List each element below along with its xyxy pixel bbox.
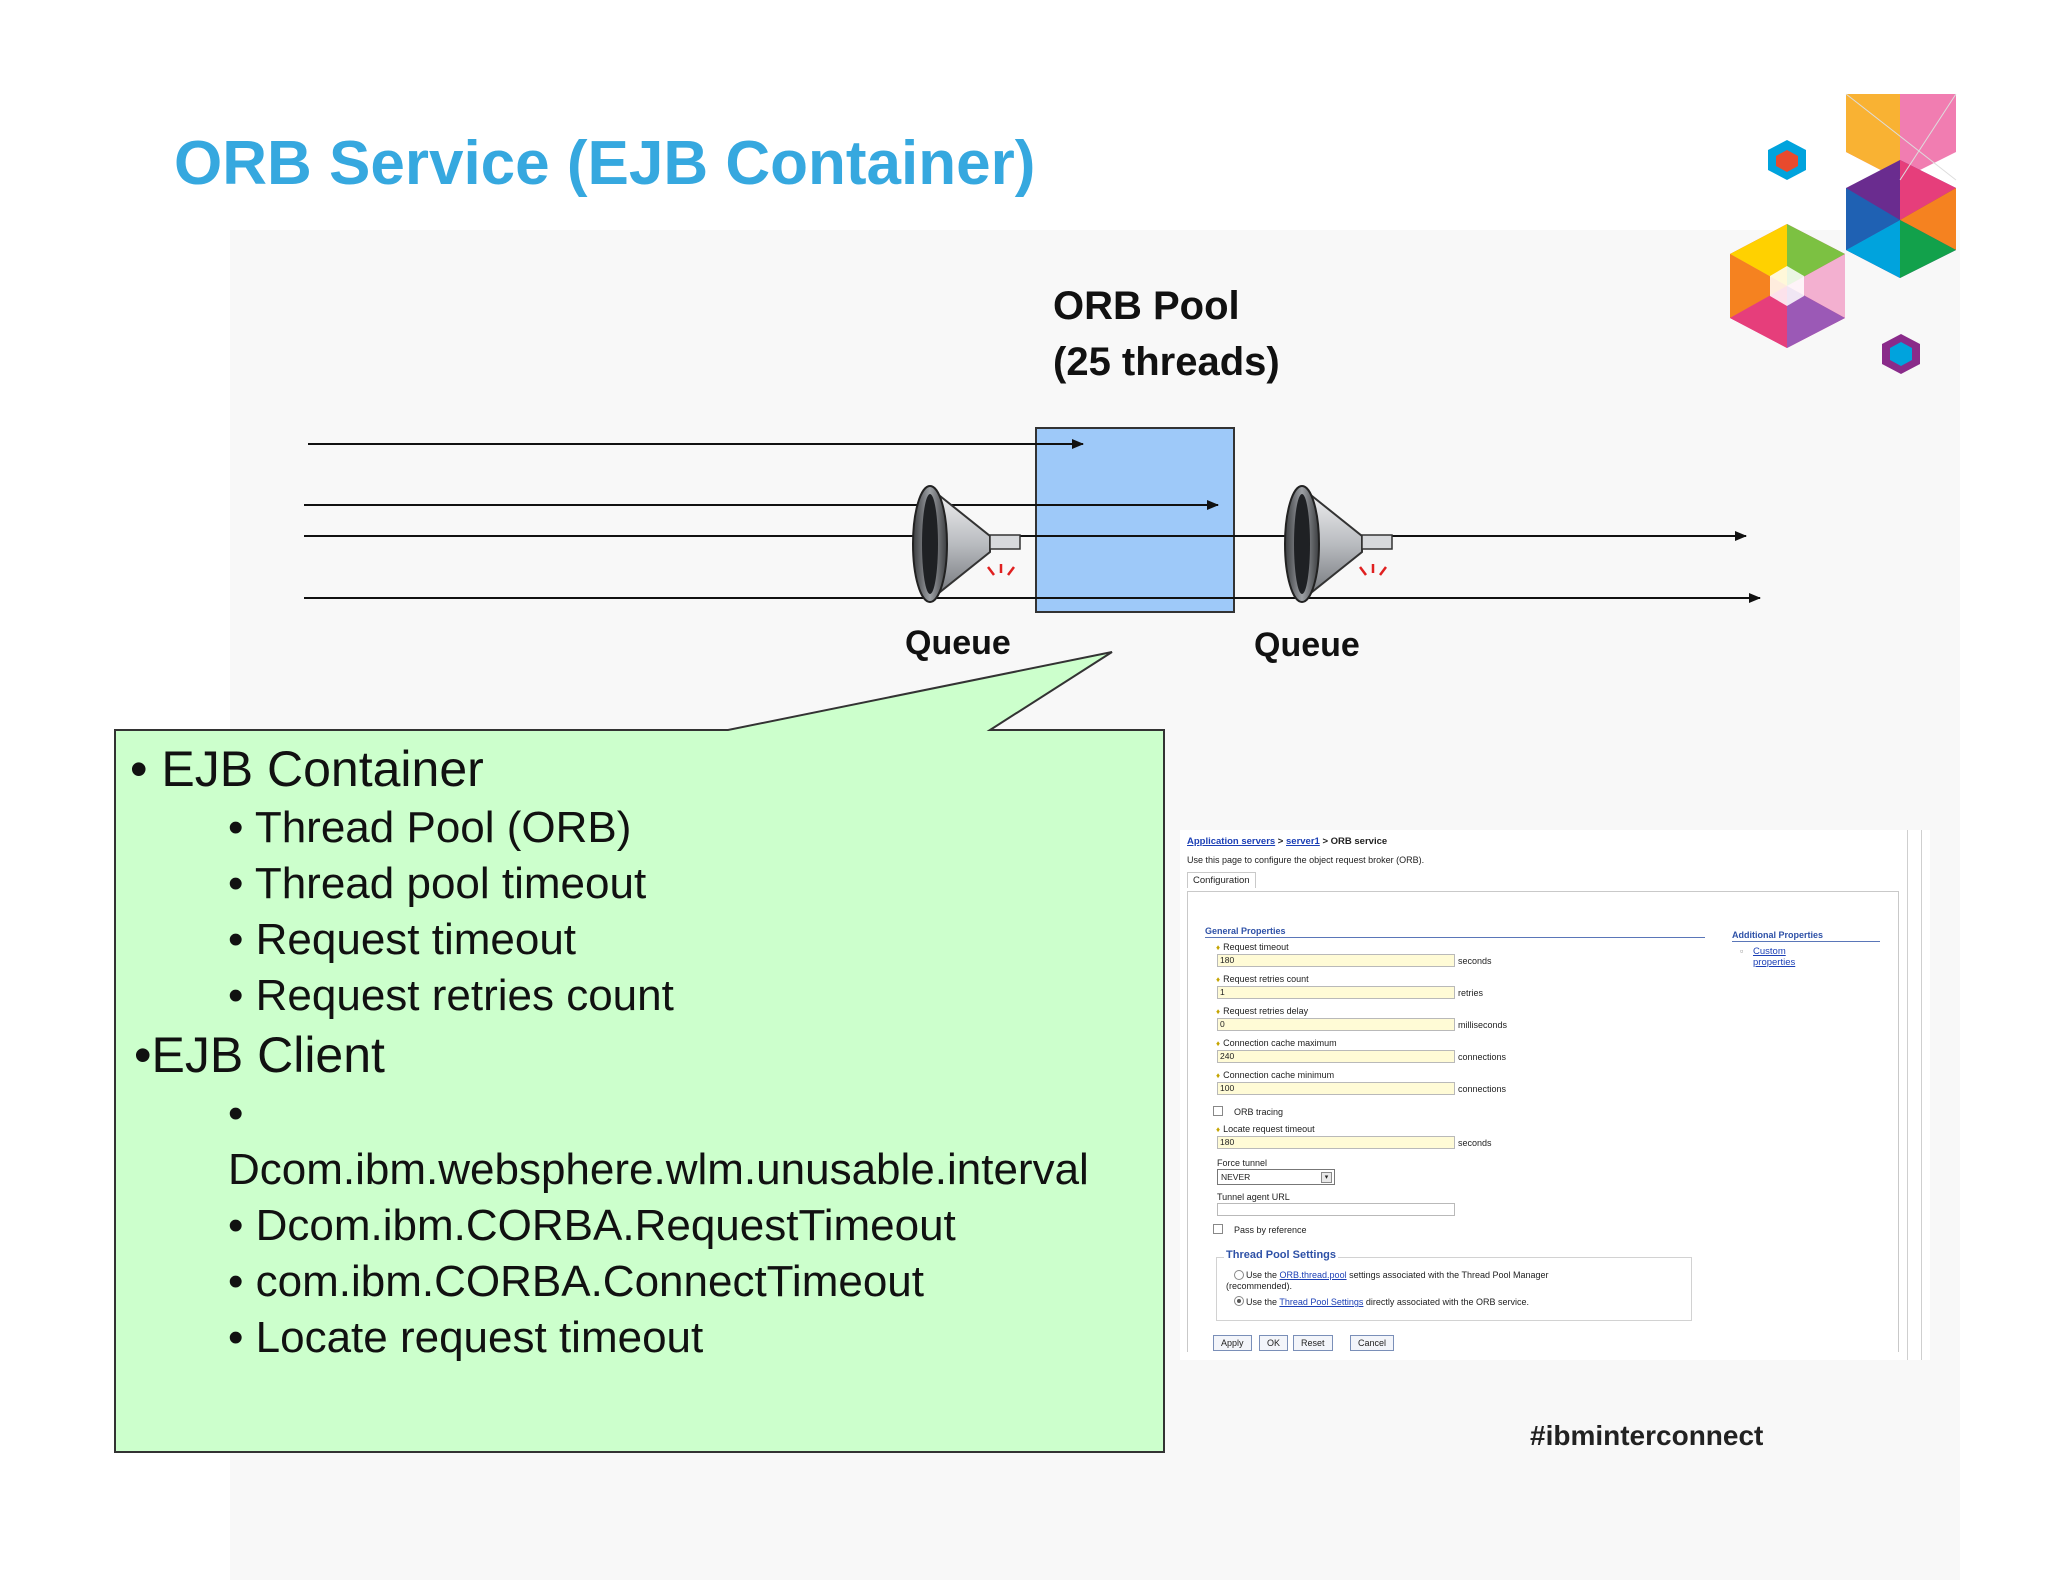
client-item-locate-request-timeout: • Locate request timeout (228, 1313, 704, 1362)
queue-label-right: Queue (1254, 626, 1360, 664)
breadcrumb-current: ORB service (1330, 836, 1388, 847)
pass-by-reference-checkbox[interactable] (1213, 1224, 1223, 1234)
chevron-down-icon: ▾ (1321, 1172, 1332, 1183)
client-item-request-timeout: • Dcom.ibm.CORBA.RequestTimeout (228, 1201, 956, 1250)
breadcrumb-separator: > (1319, 836, 1331, 847)
callout-box (114, 651, 1165, 1453)
client-item-unusable-interval: Dcom.ibm.websphere.wlm.unusable.interval (228, 1145, 1089, 1194)
client-bullet: • (228, 1089, 244, 1138)
request-timeout-unit: seconds (1458, 956, 1492, 966)
right-queue-funnel-icon (1284, 485, 1393, 603)
locate-request-timeout-label: ♦Locate request timeout (1216, 1124, 1315, 1134)
tunnel-agent-url-input[interactable] (1217, 1203, 1455, 1216)
breadcrumb: Application servers > server1 > ORB serv… (1187, 836, 1387, 847)
connection-cache-minimum-input[interactable]: 100 (1217, 1082, 1455, 1095)
connection-cache-maximum-input[interactable]: 240 (1217, 1050, 1455, 1063)
client-item-connect-timeout: • com.ibm.CORBA.ConnectTimeout (228, 1257, 924, 1306)
orb-pool-label: ORB Pool (25 threads) (1053, 278, 1280, 390)
left-queue-funnel-icon (912, 485, 1021, 603)
thread-pool-settings-link[interactable]: Thread Pool Settings (1279, 1297, 1364, 1307)
orb-service-console: Application servers > server1 > ORB serv… (1180, 830, 1930, 1360)
tab-configuration[interactable]: Configuration (1187, 872, 1256, 888)
bullet-ejb-container: • EJB Container (130, 741, 484, 797)
connection-cache-maximum-label: ♦Connection cache maximum (1216, 1038, 1337, 1048)
queue-label-left: Queue (905, 624, 1011, 662)
hashtag: #ibminterconnect (1530, 1420, 1764, 1451)
breadcrumb-application-servers[interactable]: Application servers (1187, 836, 1276, 847)
radio-orb-thread-pool-label-line2: (recommended). (1226, 1281, 1293, 1291)
force-tunnel-label: Force tunnel (1217, 1158, 1268, 1168)
ok-button[interactable]: OK (1259, 1335, 1289, 1351)
additional-properties-heading: Additional Properties (1732, 930, 1880, 942)
container-item-request-retries: • Request retries count (228, 971, 674, 1020)
apply-button[interactable]: Apply (1213, 1335, 1252, 1351)
connection-cache-minimum-label: ♦Connection cache minimum (1216, 1070, 1335, 1080)
tunnel-agent-url-label: Tunnel agent URL (1217, 1192, 1290, 1202)
connection-cache-minimum-unit: connections (1458, 1084, 1507, 1094)
slide-title: ORB Service (EJB Container) (174, 129, 1036, 198)
container-item-thread-pool: • Thread Pool (ORB) (228, 803, 632, 852)
request-retries-delay-label: ♦Request retries delay (1216, 1006, 1309, 1016)
orb-pool-threads: (25 threads) (1053, 340, 1280, 384)
locate-request-timeout-unit: seconds (1458, 1138, 1492, 1148)
configuration-panel (1187, 891, 1899, 1352)
radio-orb-thread-pool[interactable] (1234, 1270, 1244, 1280)
console-scroll-edge (1921, 830, 1922, 1360)
console-divider (1907, 830, 1908, 1360)
orb-pool-box (1035, 427, 1235, 613)
orb-thread-pool-link[interactable]: ORB.thread.pool (1279, 1270, 1347, 1280)
pass-by-reference-label: Pass by reference (1234, 1225, 1307, 1235)
custom-properties-line2: properties (1753, 957, 1796, 968)
orb-tracing-checkbox[interactable] (1213, 1106, 1223, 1116)
force-tunnel-select[interactable]: NEVER ▾ (1217, 1169, 1335, 1185)
bullet-ejb-client: •EJB Client (134, 1027, 385, 1083)
radio-orb-thread-pool-label: Use the ORB.thread.pool settings associa… (1246, 1270, 1549, 1280)
force-tunnel-value: NEVER (1221, 1172, 1251, 1182)
reset-button[interactable]: Reset (1293, 1335, 1333, 1351)
page-description: Use this page to configure the object re… (1187, 855, 1425, 865)
container-item-thread-pool-timeout: • Thread pool timeout (228, 859, 647, 908)
radio-thread-pool-settings[interactable] (1234, 1296, 1244, 1306)
request-retries-count-input[interactable]: 1 (1217, 986, 1455, 999)
custom-properties-line1: Custom (1753, 946, 1786, 957)
custom-properties-link[interactable]: Custom properties (1753, 946, 1833, 968)
request-timeout-input[interactable]: 180 (1217, 954, 1455, 967)
bullet-icon: ▫ (1740, 946, 1744, 956)
request-retries-delay-input[interactable]: 0 (1217, 1018, 1455, 1031)
thread-pool-settings-heading: Thread Pool Settings (1224, 1249, 1339, 1261)
request-retries-delay-unit: milliseconds (1458, 1020, 1508, 1030)
request-timeout-label: ♦Request timeout (1216, 942, 1289, 952)
callout-text: • EJB Container • Thread Pool (ORB) • Th… (130, 738, 1150, 1366)
container-item-request-timeout: • Request timeout (228, 915, 577, 964)
breadcrumb-separator: > (1275, 836, 1286, 847)
thread-pool-settings-group (1216, 1257, 1692, 1321)
radio-thread-pool-settings-label: Use the Thread Pool Settings directly as… (1246, 1297, 1529, 1307)
general-properties-heading: General Properties (1205, 926, 1705, 938)
locate-request-timeout-input[interactable]: 180 (1217, 1136, 1455, 1149)
breadcrumb-server1[interactable]: server1 (1286, 836, 1320, 847)
orb-pool-title: ORB Pool (1053, 284, 1240, 328)
connection-cache-maximum-unit: connections (1458, 1052, 1507, 1062)
orb-tracing-label: ORB tracing (1234, 1107, 1284, 1117)
request-retries-count-unit: retries (1458, 988, 1484, 998)
request-retries-count-label: ♦Request retries count (1216, 974, 1309, 984)
ibm-hexagon-logo (1730, 93, 1957, 374)
cancel-button[interactable]: Cancel (1350, 1335, 1395, 1351)
